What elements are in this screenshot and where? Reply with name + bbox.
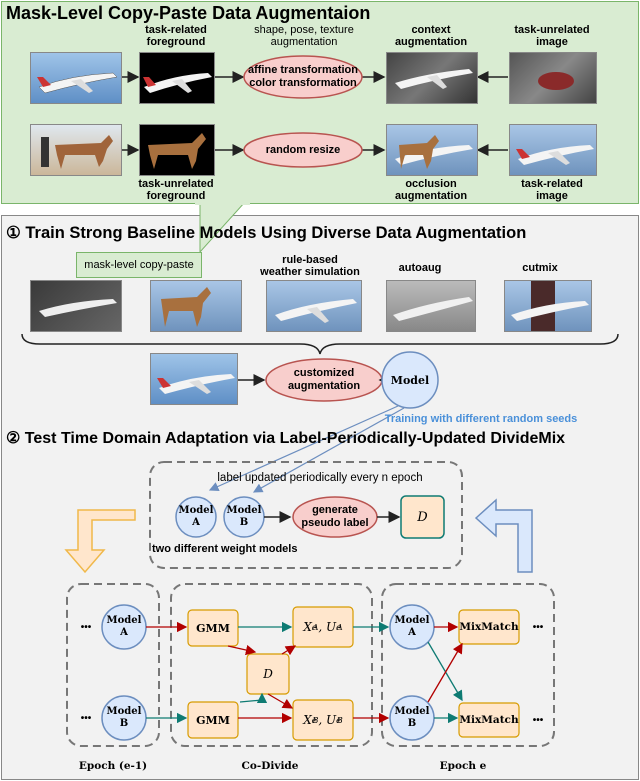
model-circle: [381, 351, 439, 409]
task-related-foreground-label: task-related foreground: [145, 24, 207, 48]
gmm-box-top: [187, 609, 239, 647]
label-update-note: label updated periodically every n epoch: [217, 472, 423, 484]
d-text-mid: D: [263, 666, 273, 681]
airplane-photo: [30, 52, 122, 104]
d-box-top: [400, 495, 445, 539]
affine-ellipse: [243, 55, 363, 99]
cutmix-label: cutmix: [522, 262, 558, 274]
model-a-circle-top: [175, 496, 217, 538]
task-unrelated-foreground-label: task-unrelated foreground: [138, 178, 214, 202]
mixmatch-box-bottom: [458, 702, 520, 738]
mixmatch-text-bottom: MixMatch: [459, 713, 519, 726]
brace: [21, 333, 619, 355]
task-unrelated-image-label: task-unrelated image: [514, 24, 590, 48]
resize-ellipse-text: random resize: [265, 143, 341, 156]
co-divide-label: Co-Divide: [241, 760, 299, 772]
model-a-text-top: Model A: [178, 505, 214, 528]
section3-title: ② Test Time Domain Adaptation via Label-…: [6, 430, 566, 447]
epoch-prev-group: [66, 583, 160, 747]
horse-with-person-photo: [30, 124, 122, 176]
gmm-text-bottom: GMM: [196, 713, 230, 727]
foreground-airplane-photo: [139, 52, 215, 104]
input-airplane-photo: [150, 353, 238, 405]
model-a-text-prev: Model A: [106, 615, 142, 638]
dots-left-top: •••: [80, 621, 92, 633]
resize-ellipse: [243, 132, 363, 168]
blue-arrow: [474, 498, 533, 573]
foreground-horse-photo: [139, 124, 215, 176]
gmm-text-top: GMM: [196, 621, 230, 635]
model-b-text-prev: Model B: [106, 706, 142, 729]
occlusion-augmentation-label: occlusion augmentation: [394, 178, 468, 202]
model-b-text-top: Model B: [226, 505, 262, 528]
dots-right-bottom: •••: [532, 714, 544, 726]
orange-arrow: [64, 509, 136, 574]
customized-augmentation-text: customized augmentation: [287, 367, 361, 392]
weather-simulation-label: rule-based weather simulation: [260, 254, 360, 278]
x-b-box: [292, 699, 354, 741]
two-models-note: two different weight models: [152, 543, 298, 555]
epoch-e-label: Epoch e: [439, 760, 487, 772]
epoch-prev-label: Epoch (e-1): [78, 760, 148, 772]
co-divide-group: [170, 583, 373, 747]
arrow-model-to-b: [252, 407, 405, 493]
d-text-top: D: [417, 509, 428, 525]
mixmatch-text-top: MixMatch: [459, 620, 519, 633]
affine-ellipse-text: affine transformation color transformati…: [247, 64, 358, 89]
epoch-e-group: [381, 583, 555, 747]
dots-left-bottom: •••: [80, 712, 92, 724]
task-related-image-label: task-related image: [521, 178, 583, 202]
shape-pose-texture-label: shape, pose, texture augmentation: [254, 24, 354, 48]
model-text: Model: [390, 373, 430, 387]
pseudo-label-group: [149, 461, 463, 569]
generate-pseudo-label-text: generate pseudo label: [301, 504, 369, 529]
random-seeds-note: Training with different random seeds: [384, 413, 578, 425]
x-a-symbol: X: [303, 619, 312, 634]
copy-paste-aug-photo: [30, 280, 122, 332]
x-b-symbol: X: [303, 712, 312, 727]
occlusion-augmented-photo: [386, 124, 478, 176]
autoaug-photo: [386, 280, 476, 332]
dots-right-top: •••: [532, 621, 544, 633]
autoaug-label: autoaug: [398, 262, 442, 274]
gmm-box-bottom: [187, 701, 239, 739]
model-a-text-e: Model A: [394, 615, 430, 638]
mask-level-callout: mask-level copy-paste: [76, 252, 202, 278]
horse-aug-photo: [150, 280, 242, 332]
section1-title: Mask-Level Copy-Paste Data Augmentaion: [6, 3, 371, 23]
mixmatch-box-top: [458, 609, 520, 645]
context-augmentation-label: context augmentation: [394, 24, 468, 48]
weather-aug-photo: [266, 280, 362, 332]
related-image-photo: [509, 124, 597, 176]
section2-title: ① Train Strong Baseline Models Using Div…: [6, 224, 527, 242]
cutmix-photo: [504, 280, 592, 332]
unrelated-image-photo: [509, 52, 597, 104]
model-b-text-e: Model B: [394, 706, 430, 729]
arrow-model-to-a: [208, 405, 399, 491]
context-augmented-photo: [386, 52, 478, 104]
